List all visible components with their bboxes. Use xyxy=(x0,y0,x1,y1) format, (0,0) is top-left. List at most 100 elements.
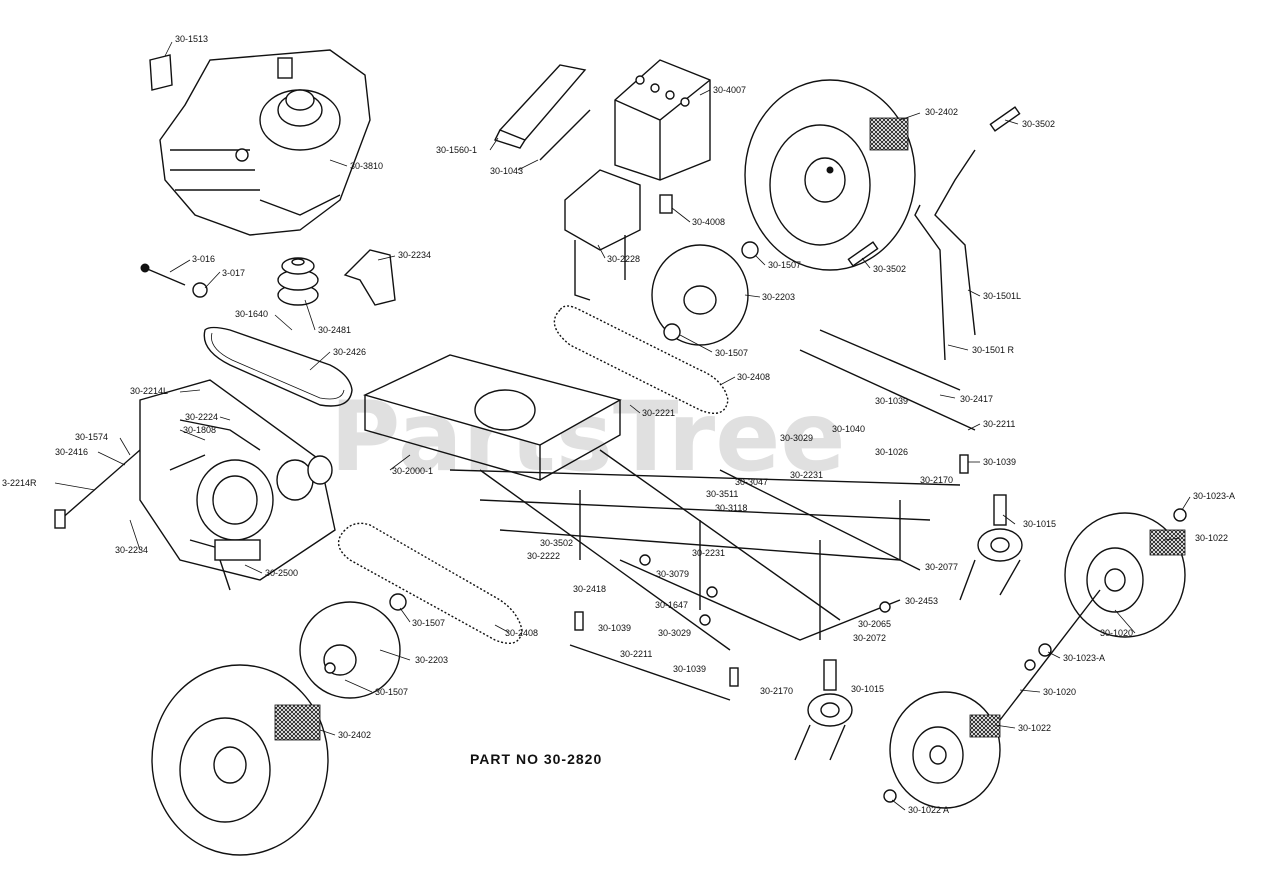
label-30-3079: 30-3079 xyxy=(656,569,689,579)
label-30-2211-a: 30-2211 xyxy=(983,419,1015,429)
pulley-part xyxy=(277,257,319,306)
label-30-2224: 30-2224 xyxy=(185,412,218,422)
label-30-1020-a: 30-1020 xyxy=(1100,628,1133,638)
label-30-2417: 30-2417 xyxy=(960,394,993,404)
label-30-2402-b: 30-2402 xyxy=(338,730,371,740)
transmission-part xyxy=(54,379,336,591)
label-30-2418: 30-2418 xyxy=(573,584,606,594)
label-3-016: 3-016 xyxy=(192,254,215,264)
label-30-1808: 30-1808 xyxy=(183,425,216,435)
bolt-part xyxy=(140,263,186,286)
label-30-3810: 30-3810 xyxy=(350,161,383,171)
label-30-2234-b: 30-2234 xyxy=(115,545,148,555)
label-3-017: 3-017 xyxy=(222,268,245,278)
label-30-2481: 30-2481 xyxy=(318,325,351,335)
label-30-2222: 30-2222 xyxy=(527,551,560,561)
bracket-part xyxy=(343,249,396,306)
label-30-1020-b: 30-1020 xyxy=(1043,687,1076,697)
label-30-2416: 30-2416 xyxy=(55,447,88,457)
label-30-2228: 30-2228 xyxy=(607,254,640,264)
label-30-1501L: 30-1501L xyxy=(983,291,1021,301)
label-30-2077: 30-2077 xyxy=(925,562,958,572)
label-30-1507-a: 30-1507 xyxy=(768,260,801,270)
wheel-upper-part xyxy=(744,79,916,271)
label-30-2065: 30-2065 xyxy=(858,619,891,629)
rod-long-part xyxy=(569,329,976,701)
label-30-2203-a: 30-2203 xyxy=(762,292,795,302)
label-30-1574: 30-1574 xyxy=(75,432,108,442)
label-30-1023-A-2: 30-1023-A xyxy=(1063,653,1105,663)
clips-part xyxy=(574,454,969,687)
label-30-3029-b: 30-3029 xyxy=(658,628,691,638)
sprocket-lower-part xyxy=(299,593,407,699)
label-30-4008: 30-4008 xyxy=(692,217,725,227)
wheel-lower-part xyxy=(151,664,329,856)
label-30-2402-a: 30-2402 xyxy=(925,107,958,117)
label-30-2231-b: 30-2231 xyxy=(692,548,725,558)
lever-part xyxy=(914,149,976,361)
leader-lines xyxy=(54,41,1191,811)
label-30-1039-d: 30-1039 xyxy=(673,664,706,674)
label-30-3502-a: 30-3502 xyxy=(1022,119,1055,129)
label-30-1026: 30-1026 xyxy=(875,447,908,457)
label-30-3511: 30-3511 xyxy=(706,489,738,499)
label-30-1501R: 30-1501 R xyxy=(972,345,1015,355)
belt-part xyxy=(203,326,353,407)
label-30-1640: 30-1640 xyxy=(235,309,268,319)
label-30-1040: 30-1040 xyxy=(832,424,865,434)
label-30-2234: 30-2234 xyxy=(398,250,431,260)
label-30-1507-c: 30-1507 xyxy=(412,618,445,628)
label-30-1023-A-1: 30-1023-A xyxy=(1193,491,1235,501)
pin-part xyxy=(847,106,1021,267)
channel-part xyxy=(494,64,587,149)
nut-part xyxy=(192,282,208,298)
label-30-1022-b: 30-1022 xyxy=(1018,723,1051,733)
label-30-1513: 30-1513 xyxy=(175,34,208,44)
label-30-1507-b: 30-1507 xyxy=(715,348,748,358)
label-30-2203-b: 30-2203 xyxy=(415,655,448,665)
caster-lower-part xyxy=(794,659,853,761)
label-30-1015-b: 30-1015 xyxy=(851,684,884,694)
label-30-2426: 30-2426 xyxy=(333,347,366,357)
label-30-1043: 30-1043 xyxy=(490,166,523,176)
label-30-2408-a: 30-2408 xyxy=(737,372,770,382)
label-30-1560-1: 30-1560-1 xyxy=(436,145,477,155)
chain-lower-part xyxy=(337,522,523,644)
chain-upper-part xyxy=(553,305,729,414)
label-30-2072: 30-2072 xyxy=(853,633,886,643)
battery-tray-part xyxy=(564,169,641,301)
frame-part xyxy=(363,354,961,651)
label-30-3502-c: 30-3502 xyxy=(540,538,573,548)
caster-upper-part xyxy=(959,494,1023,601)
label-30-2211-b: 30-2211 xyxy=(620,649,652,659)
label-30-1647: 30-1647 xyxy=(655,600,688,610)
label-30-2214L: 30-2214L xyxy=(130,386,168,396)
label-30-2221: 30-2221 xyxy=(642,408,675,418)
label-30-2170-b: 30-2170 xyxy=(760,686,793,696)
label-30-2000-1: 30-2000-1 xyxy=(392,466,433,476)
label-30-2231-a: 30-2231 xyxy=(790,470,823,480)
front-wheel-lower-part xyxy=(883,691,1001,809)
label-30-1507-d: 30-1507 xyxy=(375,687,408,697)
rod-part xyxy=(539,109,591,161)
label-30-3118: 30-3118 xyxy=(715,503,747,513)
label-30-1022-A-3: 30-1022 A xyxy=(908,805,949,815)
label-30-2453: 30-2453 xyxy=(905,596,938,606)
label-30-4007: 30-4007 xyxy=(713,85,746,95)
label-30-2500: 30-2500 xyxy=(265,568,298,578)
part-number-title: PART NO 30-2820 xyxy=(470,751,602,767)
label-30-3502-b: 30-3502 xyxy=(873,264,906,274)
sprocket-upper-part xyxy=(651,241,759,346)
label-30-3029-a: 30-3029 xyxy=(780,433,813,443)
battery-part xyxy=(614,59,711,181)
label-30-1039-b: 30-1039 xyxy=(983,457,1016,467)
label-30-1039-c: 30-1039 xyxy=(598,623,631,633)
label-30-3047: 30-3047 xyxy=(735,477,768,487)
clip-part xyxy=(659,194,673,214)
label-30-2408-b: 30-2408 xyxy=(505,628,538,638)
engine-part xyxy=(159,49,371,236)
label-30-1022-a: 30-1022 xyxy=(1195,533,1228,543)
front-wheel-upper-part xyxy=(999,508,1187,721)
plate-part xyxy=(149,54,173,91)
